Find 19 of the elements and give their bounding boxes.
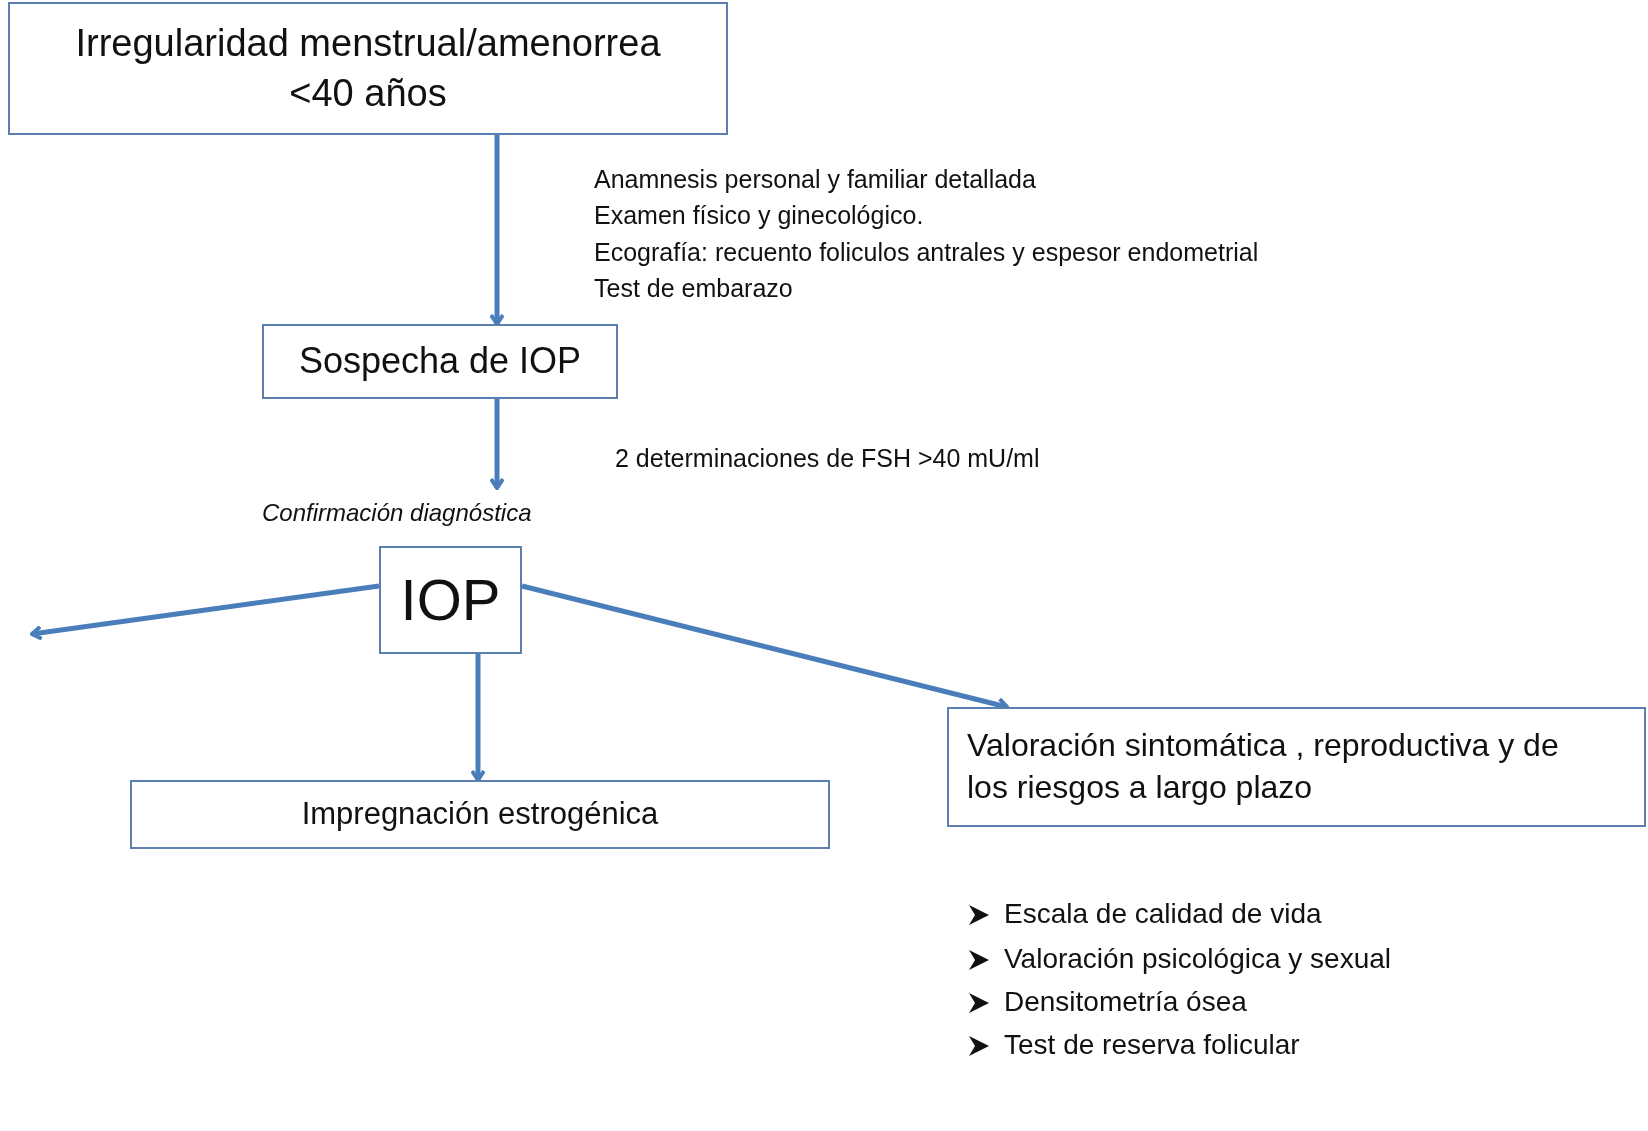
note-text: Ecografía: recuento foliculos antrales y espesor endometrial — [594, 238, 1259, 267]
note-text: Anamnesis personal y familiar detallada — [594, 165, 1036, 194]
arrow — [30, 583, 380, 641]
note-text: 2 determinaciones de FSH >40 mU/ml — [615, 444, 1040, 473]
process-box: Sospecha de IOP — [262, 324, 618, 399]
bullet-item: Escala de calidad de vida — [1004, 898, 1322, 930]
process-box: Impregnación estrogénica — [130, 780, 830, 849]
bullet-item: Valoración psicológica y sexual — [1004, 943, 1392, 975]
node-label: Confirmación diagnóstica — [262, 499, 532, 527]
arrow — [489, 135, 505, 326]
bullet-item: Densitometría ósea — [1004, 986, 1247, 1018]
process-box: IOP — [379, 546, 522, 654]
arrow — [470, 654, 486, 782]
process-box: Irregularidad menstrual/amenorrea <40 años — [8, 2, 728, 135]
process-box: Valoración sintomática , reproductiva y de los riesgos a largo plazo — [947, 707, 1646, 827]
note-text: Test de embarazo — [594, 274, 793, 303]
arrow — [489, 399, 505, 490]
bullet-item: Test de reserva folicular — [1004, 1029, 1300, 1061]
note-text: Examen físico y ginecológico. — [594, 201, 924, 230]
